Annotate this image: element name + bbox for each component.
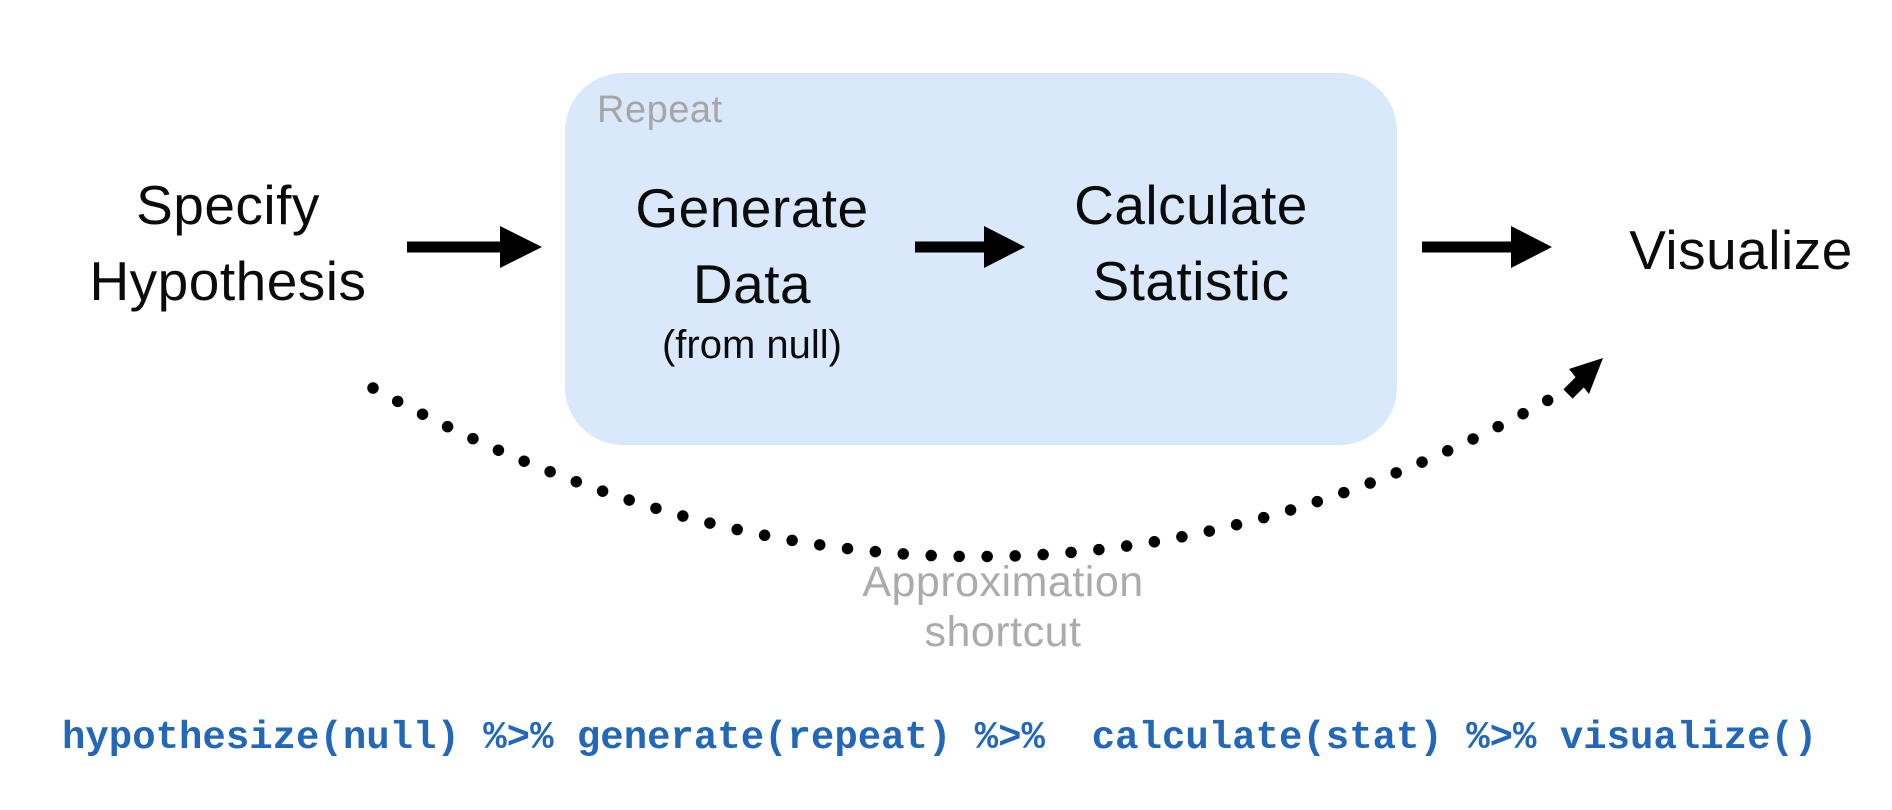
arrow-head-icon [1511,226,1552,268]
flow-arrow-specify-to-generate [407,226,542,268]
node-specify-hypothesis: Specify Hypothesis [89,174,367,312]
node-generate-data: Generate Data (from null) [592,170,912,366]
pipeline-code: hypothesize(null) %>% generate(repeat) %… [62,716,1818,760]
arrow-head-icon [500,226,542,268]
approximation-shortcut-label: Approximation shortcut [862,558,1144,656]
generate-data-label: Generate Data [635,177,869,315]
flow-arrow-calculate-to-visualize [1422,226,1552,268]
arc-arrow-head-icon [1569,358,1603,394]
node-calculate-statistic: Calculate Statistic [1074,174,1308,312]
repeat-box-label: Repeat [597,89,723,131]
generate-data-sublabel: (from null) [661,323,843,367]
arc-arrow-stub-icon [1563,373,1589,399]
node-visualize: Visualize [1629,219,1853,281]
